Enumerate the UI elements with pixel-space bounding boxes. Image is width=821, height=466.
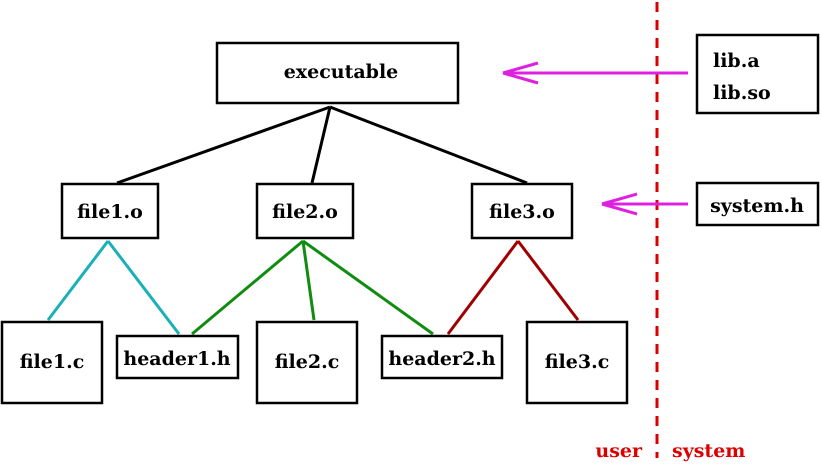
- edge-file1o-file1c: [46, 240, 110, 321]
- edge-file1o-executable: [116, 105, 331, 185]
- node-header2-h: header2.h: [380, 334, 504, 380]
- node-file3-c: file3.c: [525, 320, 629, 405]
- node-file3-c-label: file3.c: [545, 351, 610, 373]
- node-lib-a-label: lib.a: [713, 50, 760, 72]
- edges-file2o-dependencies: [191, 239, 434, 336]
- node-libraries: lib.a lib.so: [695, 33, 820, 115]
- region-label-user: user: [595, 440, 643, 462]
- node-executable-label: executable: [284, 61, 399, 83]
- node-lib-so-label: lib.so: [713, 82, 771, 104]
- node-header2-h-label: header2.h: [388, 348, 495, 370]
- edge-file3o-header2h: [446, 240, 520, 335]
- edge-file2o-executable: [310, 106, 332, 184]
- arrow-libraries-to-executable: [502, 61, 688, 85]
- node-system-h-label: system.h: [710, 195, 804, 217]
- node-file1-c-label: file1.c: [20, 351, 85, 373]
- node-file1-o: file1.o: [60, 182, 160, 240]
- node-header1-h: header1.h: [115, 334, 240, 380]
- node-file2-c: file2.c: [255, 320, 359, 405]
- edge-file2o-file2c: [301, 240, 316, 321]
- node-system-h: system.h: [695, 181, 820, 227]
- node-file2-o: file2.o: [255, 182, 355, 240]
- edge-file2o-header1h: [191, 239, 304, 336]
- node-executable: executable: [215, 41, 460, 105]
- node-file2-o-label: file2.o: [272, 201, 338, 223]
- arrow-systemh-to-file3o: [601, 192, 688, 216]
- node-file2-c-label: file2.c: [275, 351, 340, 373]
- edges-file3o-dependencies: [446, 240, 580, 335]
- edge-file2o-header2h: [302, 239, 434, 336]
- edges-file1o-dependencies: [46, 240, 181, 335]
- node-file1-o-label: file1.o: [77, 201, 143, 223]
- edge-file1o-header1h: [106, 240, 181, 335]
- node-file1-c: file1.c: [0, 320, 104, 405]
- edge-file3o-file3c: [516, 240, 580, 321]
- node-header1-h-label: header1.h: [123, 348, 230, 370]
- node-file3-o: file3.o: [470, 182, 574, 240]
- region-label-system: system: [672, 440, 745, 462]
- edge-file3o-executable: [329, 105, 528, 185]
- edges-objects-to-executable: [116, 105, 528, 185]
- node-file3-o-label: file3.o: [489, 201, 555, 223]
